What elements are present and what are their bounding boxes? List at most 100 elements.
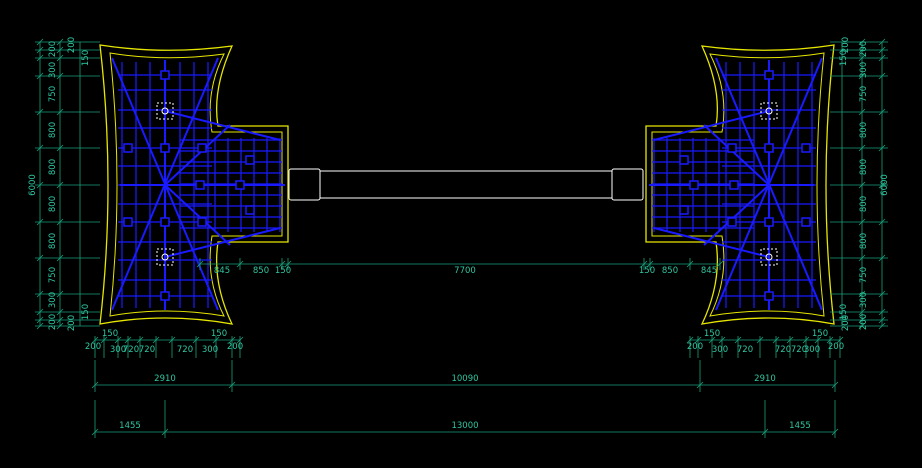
dimension-line xyxy=(878,46,886,54)
dimension-line xyxy=(36,108,44,116)
dimension-line xyxy=(858,72,866,80)
dimension-line xyxy=(831,428,839,436)
dimension-line xyxy=(56,316,64,324)
structure-joint xyxy=(801,217,811,227)
structure-joint xyxy=(160,217,170,227)
dim-right-r2-6: 200 xyxy=(828,342,844,352)
structure-joint xyxy=(679,155,689,165)
left-tower xyxy=(99,44,289,325)
dim-right-v-3: 750 xyxy=(859,86,869,102)
dimension-line xyxy=(708,336,716,344)
dimension-line xyxy=(878,316,886,324)
left-tower-inner-outline xyxy=(109,52,283,317)
structure-diagonal-brace xyxy=(164,124,231,186)
dimension-line xyxy=(56,181,64,189)
dim-right-small-1: 150 xyxy=(839,304,849,320)
structure-diagonal-brace xyxy=(164,184,231,246)
dim-left-v-4: 800 xyxy=(48,122,58,138)
dimension-line xyxy=(786,336,794,344)
dimension-line xyxy=(36,218,44,226)
dim-left-small-0: 150 xyxy=(81,50,91,66)
dim-left-r2-4: 720 xyxy=(177,345,193,355)
structure-joint xyxy=(801,143,811,153)
dimension-line xyxy=(772,336,780,344)
dim-mid-4: 150 xyxy=(639,266,655,276)
dimension-layer xyxy=(35,38,888,438)
right-column-marker-bottom xyxy=(760,248,778,266)
dimension-line xyxy=(136,336,144,344)
dim-right-v-0: 200 xyxy=(859,41,869,57)
dimension-line xyxy=(36,181,44,189)
dimension-line xyxy=(858,316,866,324)
left-column-marker-bottom xyxy=(156,248,174,266)
dim-mid-0: 845 xyxy=(214,266,230,276)
dim-right-v-11: 200 xyxy=(859,314,869,330)
dim-left-v-11: 200 xyxy=(48,314,58,330)
dim-left-v-5: 800 xyxy=(48,159,58,175)
dimension-line xyxy=(124,336,132,344)
dimension-line xyxy=(640,260,648,268)
dim-left-v-6: 800 xyxy=(48,196,58,212)
dim-right-v-10: 200 xyxy=(841,315,851,331)
dim-right-v-4: 800 xyxy=(859,122,869,138)
structure-diagonal-brace xyxy=(653,227,770,258)
structure-joint xyxy=(689,180,699,190)
structure-joint xyxy=(679,205,689,215)
dimension-labels: 6000 6000 200 200 300 750 800 800 800 80… xyxy=(28,37,890,431)
dimension-line xyxy=(734,336,742,344)
dim-mid-2: 150 xyxy=(275,266,291,276)
dim-mid-3: 7700 xyxy=(454,266,476,276)
dimension-line xyxy=(236,260,244,268)
dimension-line xyxy=(878,54,886,62)
dimension-line xyxy=(56,322,64,330)
dimension-line xyxy=(858,254,866,262)
dim-right-r1-1: 150 xyxy=(812,329,828,339)
dimension-line xyxy=(228,381,236,389)
dimension-line xyxy=(878,38,886,46)
dimension-line xyxy=(56,308,64,316)
dimension-line xyxy=(212,336,220,344)
dimension-line xyxy=(761,428,769,436)
dim-r4-0: 1455 xyxy=(119,421,141,431)
structure-joint xyxy=(764,217,774,227)
dimension-line xyxy=(878,322,886,330)
dim-left-r2-0: 200 xyxy=(85,342,101,352)
dim-left-v-2: 300 xyxy=(48,62,58,78)
dimension-line xyxy=(91,336,99,344)
dim-right-v-5: 800 xyxy=(859,159,869,175)
dimension-line xyxy=(858,181,866,189)
right-column-marker-top xyxy=(760,102,778,120)
structure-diagonal-brace xyxy=(703,184,770,246)
dimension-line xyxy=(858,144,866,152)
dimension-line xyxy=(718,336,726,344)
dim-right-v-6: 800 xyxy=(859,196,869,212)
dimension-line xyxy=(161,428,169,436)
dim-right-r2-2: 720 xyxy=(737,345,753,355)
dimension-line xyxy=(56,218,64,226)
dimension-line xyxy=(278,260,286,268)
dim-left-total: 6000 xyxy=(28,174,38,196)
dim-left-r1-1: 150 xyxy=(211,329,227,339)
structure-diagonal-brace xyxy=(164,110,281,141)
dimension-line xyxy=(858,218,866,226)
dimension-line xyxy=(756,336,764,344)
dim-right-v-8: 750 xyxy=(859,267,869,283)
structure-joint xyxy=(727,217,737,227)
dimension-line xyxy=(56,254,64,262)
dim-r4-1: 13000 xyxy=(451,421,478,431)
structure-joint xyxy=(235,180,245,190)
structure-joint xyxy=(245,205,255,215)
connecting-beam xyxy=(288,168,644,201)
dimension-line xyxy=(802,336,810,344)
dim-left-v-8: 750 xyxy=(48,267,58,283)
structure-joint xyxy=(123,143,133,153)
left-column-circle-top xyxy=(161,107,169,115)
dimension-line xyxy=(858,108,866,116)
dim-r3-2: 2910 xyxy=(754,374,776,384)
dim-left-v-9: 300 xyxy=(48,292,58,308)
dimension-line xyxy=(36,72,44,80)
dim-r3-1: 10090 xyxy=(451,374,478,384)
dimension-line xyxy=(36,54,44,62)
right-column-circle-bottom xyxy=(765,253,773,261)
dim-r3-0: 2910 xyxy=(154,374,176,384)
